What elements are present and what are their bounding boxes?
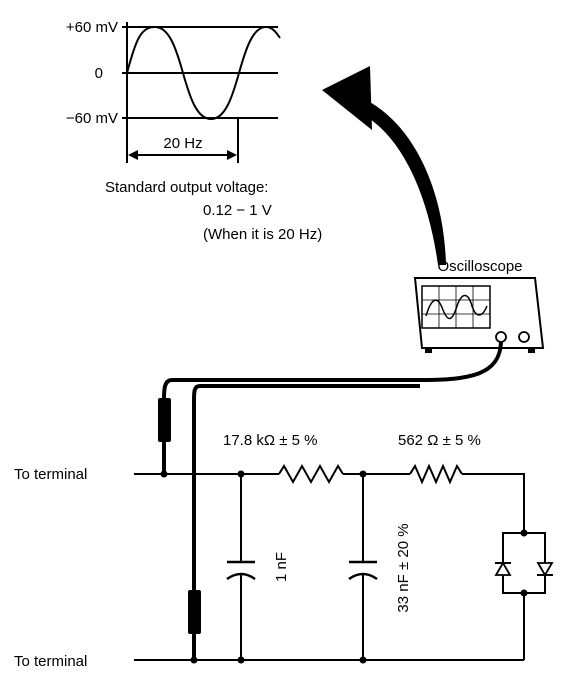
diode-right	[536, 562, 554, 577]
screen-trace	[425, 294, 488, 320]
note-line-2: 0.12 − 1 V	[203, 202, 272, 219]
terminal-bottom-label: To terminal	[14, 653, 87, 670]
r2-label: 562 Ω ± 5 %	[398, 432, 481, 449]
resistor-r1	[278, 463, 344, 485]
terminal-top-label: To terminal	[14, 466, 87, 483]
plus-60mv-label: +60 mV	[66, 19, 118, 36]
oscilloscope-label: Oscilloscope	[437, 258, 522, 275]
minus-60mv-label: −60 mV	[66, 110, 118, 127]
c2-label: 33 nF ± 20 %	[395, 523, 412, 612]
c1-label: 1 nF	[273, 552, 290, 582]
period-arrow-left	[128, 150, 138, 160]
diode-left	[494, 561, 512, 576]
foot-right	[528, 348, 535, 353]
junction-dots	[160, 470, 528, 664]
oscilloscope: Oscilloscope	[413, 258, 545, 353]
frequency-label: 20 Hz	[163, 135, 202, 152]
resistor-r2	[409, 463, 463, 485]
probe-ferrite-top	[158, 398, 171, 442]
period-arrow-right	[227, 150, 237, 160]
output-voltage-notes: Standard output voltage: 0.12 − 1 V (Whe…	[105, 179, 322, 243]
diode-pair	[494, 532, 554, 594]
probe-jack-1	[495, 331, 507, 343]
zero-label: 0	[95, 65, 103, 82]
foot-left	[425, 348, 432, 353]
note-line-3: (When it is 20 Hz)	[203, 226, 322, 243]
curved-arrow-icon	[322, 66, 446, 265]
filter-circuit: To terminal To terminal 17.8 kΩ ± 5 % 56…	[14, 432, 554, 670]
r1-label: 17.8 kΩ ± 5 %	[223, 432, 318, 449]
top-wire-3	[462, 473, 525, 533]
sine-wave	[126, 25, 281, 121]
probe-cable	[158, 341, 503, 660]
probe-ferrite-bottom	[188, 590, 201, 634]
probe-jack-2	[518, 331, 530, 343]
waveform-plot: +60 mV 0 −60 mV 20 Hz	[66, 19, 281, 163]
note-line-1: Standard output voltage:	[105, 179, 268, 196]
